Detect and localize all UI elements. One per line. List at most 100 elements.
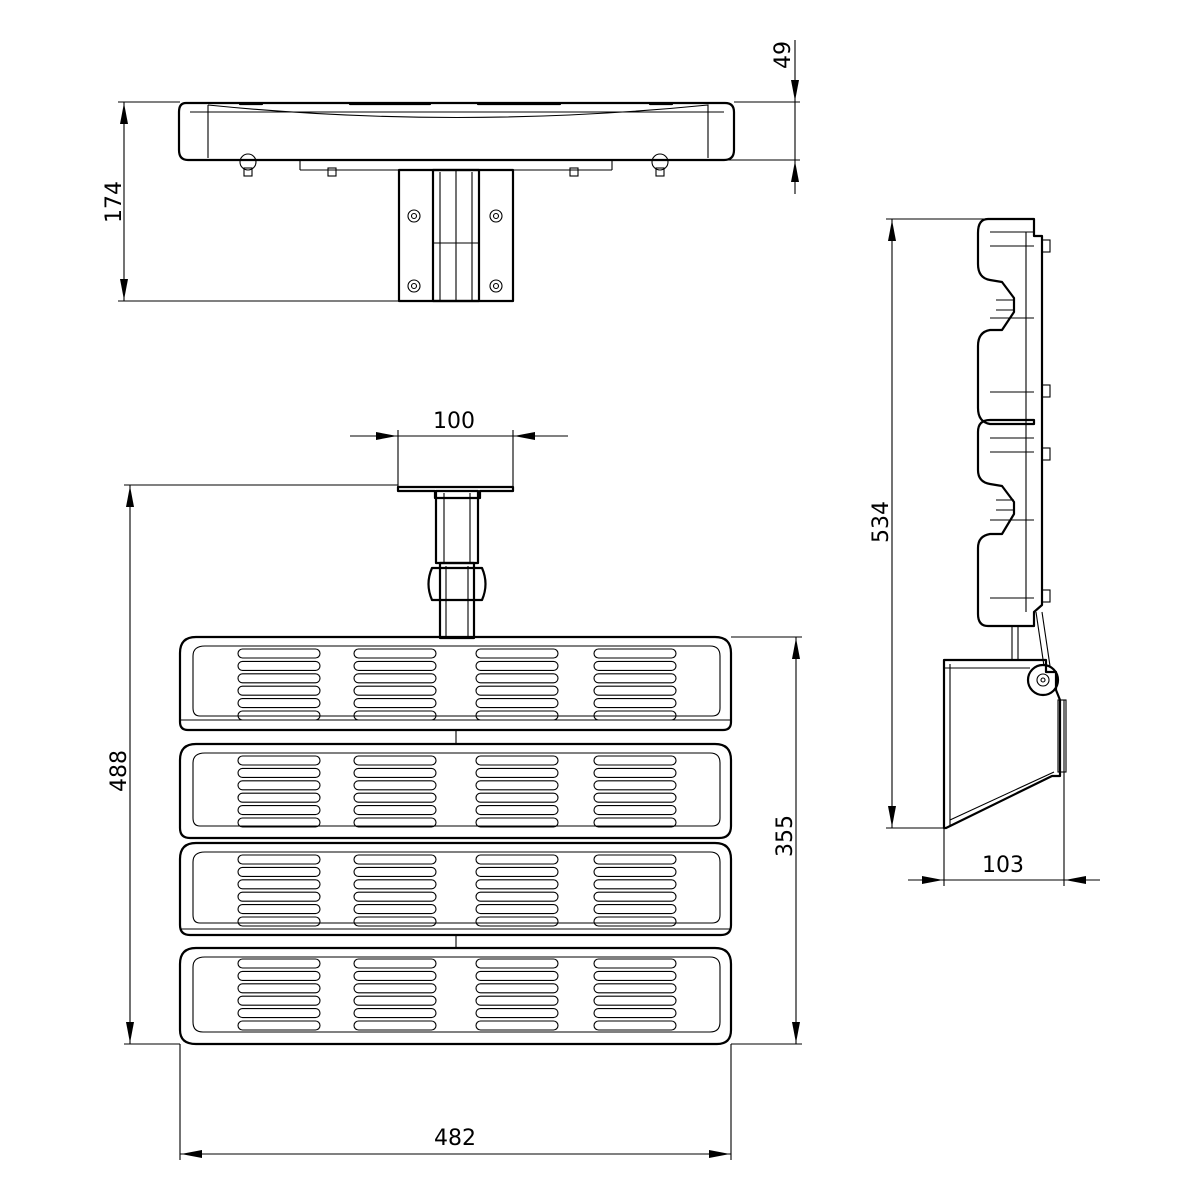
- vent-slot: [353, 780, 437, 791]
- vent-slot: [593, 904, 677, 915]
- vent-slot: [237, 866, 321, 877]
- dimension-482: 482: [179, 1044, 732, 1160]
- vent-slot: [593, 891, 677, 902]
- dim-49-label: 49: [771, 41, 796, 69]
- slat-3: [178, 841, 733, 937]
- side-view: [942, 217, 1067, 830]
- vent-slot: [475, 970, 559, 981]
- vent-slot: [237, 916, 321, 927]
- vent-slot: [353, 916, 437, 927]
- dim-355-label: 355: [773, 815, 798, 857]
- top-view: [177, 101, 736, 303]
- vent-slot: [593, 698, 677, 709]
- dim-103-label: 103: [982, 853, 1024, 878]
- dimension-534: 534: [869, 218, 1034, 829]
- vent-slot: [353, 1020, 437, 1031]
- vent-slot: [475, 685, 559, 696]
- dim-488-label: 488: [107, 750, 132, 792]
- vent-slot: [353, 685, 437, 696]
- vent-slot: [475, 916, 559, 927]
- vent-slot: [593, 866, 677, 877]
- vent-slot: [475, 660, 559, 671]
- vent-slot: [475, 1008, 559, 1019]
- vent-slot: [475, 673, 559, 684]
- vent-slot: [593, 792, 677, 803]
- vent-slot: [593, 767, 677, 778]
- vent-slot: [475, 879, 559, 890]
- dimension-488: 488: [107, 484, 398, 1045]
- vent-slot: [237, 983, 321, 994]
- vent-slot: [237, 1020, 321, 1031]
- vent-slot: [237, 805, 321, 816]
- vent-slot: [593, 805, 677, 816]
- vent-slot: [593, 854, 677, 865]
- vent-slot: [237, 698, 321, 709]
- vent-slot: [475, 983, 559, 994]
- dimension-355: 355: [731, 636, 802, 1045]
- vent-slot: [475, 792, 559, 803]
- vent-slot: [593, 673, 677, 684]
- slat-2: [178, 742, 733, 840]
- dimension-100: 100: [350, 409, 568, 487]
- vent-slot: [593, 916, 677, 927]
- vent-slot: [353, 660, 437, 671]
- vent-slot: [593, 710, 677, 721]
- vent-slot: [353, 891, 437, 902]
- vent-slot: [475, 780, 559, 791]
- top-view-seat-curve: [207, 104, 709, 158]
- vent-slot: [475, 958, 559, 969]
- dimension-49: 49: [726, 40, 800, 194]
- vent-slot: [475, 698, 559, 709]
- vent-slot: [593, 983, 677, 994]
- side-view-bracket: [942, 658, 1062, 830]
- vent-slot: [237, 767, 321, 778]
- vent-slot: [475, 755, 559, 766]
- vent-slot: [353, 1008, 437, 1019]
- vent-slot: [353, 970, 437, 981]
- vent-slot: [237, 660, 321, 671]
- vent-slot: [353, 792, 437, 803]
- vent-slot: [237, 685, 321, 696]
- vent-slot: [237, 648, 321, 659]
- vent-slot: [353, 805, 437, 816]
- vent-slot: [353, 995, 437, 1006]
- vent-slot: [593, 648, 677, 659]
- vent-slot: [593, 755, 677, 766]
- vent-slot: [237, 710, 321, 721]
- front-bracket: [434, 489, 480, 565]
- vent-slot: [353, 904, 437, 915]
- vent-slot: [593, 958, 677, 969]
- vent-slot: [237, 958, 321, 969]
- top-view-seat-outline: [177, 101, 736, 162]
- vent-slot: [237, 792, 321, 803]
- vent-slot: [237, 995, 321, 1006]
- vent-slot: [353, 854, 437, 865]
- dimension-174: 174: [102, 101, 400, 302]
- vent-slot: [475, 866, 559, 877]
- vent-slot: [237, 1008, 321, 1019]
- vent-slot: [353, 983, 437, 994]
- vent-slot: [237, 817, 321, 828]
- vent-slot: [593, 1008, 677, 1019]
- vent-slot: [593, 879, 677, 890]
- vent-slot: [353, 710, 437, 721]
- vent-slot: [593, 685, 677, 696]
- front-view: [178, 485, 733, 1046]
- vent-slot: [353, 698, 437, 709]
- vent-slot: [353, 958, 437, 969]
- dim-174-label: 174: [102, 181, 127, 223]
- side-view-seat-outline: [976, 217, 1044, 628]
- vent-slot: [237, 891, 321, 902]
- vent-slot: [475, 891, 559, 902]
- dim-100-label: 100: [433, 409, 475, 434]
- vent-slot: [237, 673, 321, 684]
- vent-slot: [353, 817, 437, 828]
- vent-slot: [475, 904, 559, 915]
- vent-slot: [353, 755, 437, 766]
- vent-slot: [353, 879, 437, 890]
- vent-slot: [475, 805, 559, 816]
- vent-slot: [353, 767, 437, 778]
- side-view-hinge: [1026, 663, 1060, 697]
- vent-slot: [475, 817, 559, 828]
